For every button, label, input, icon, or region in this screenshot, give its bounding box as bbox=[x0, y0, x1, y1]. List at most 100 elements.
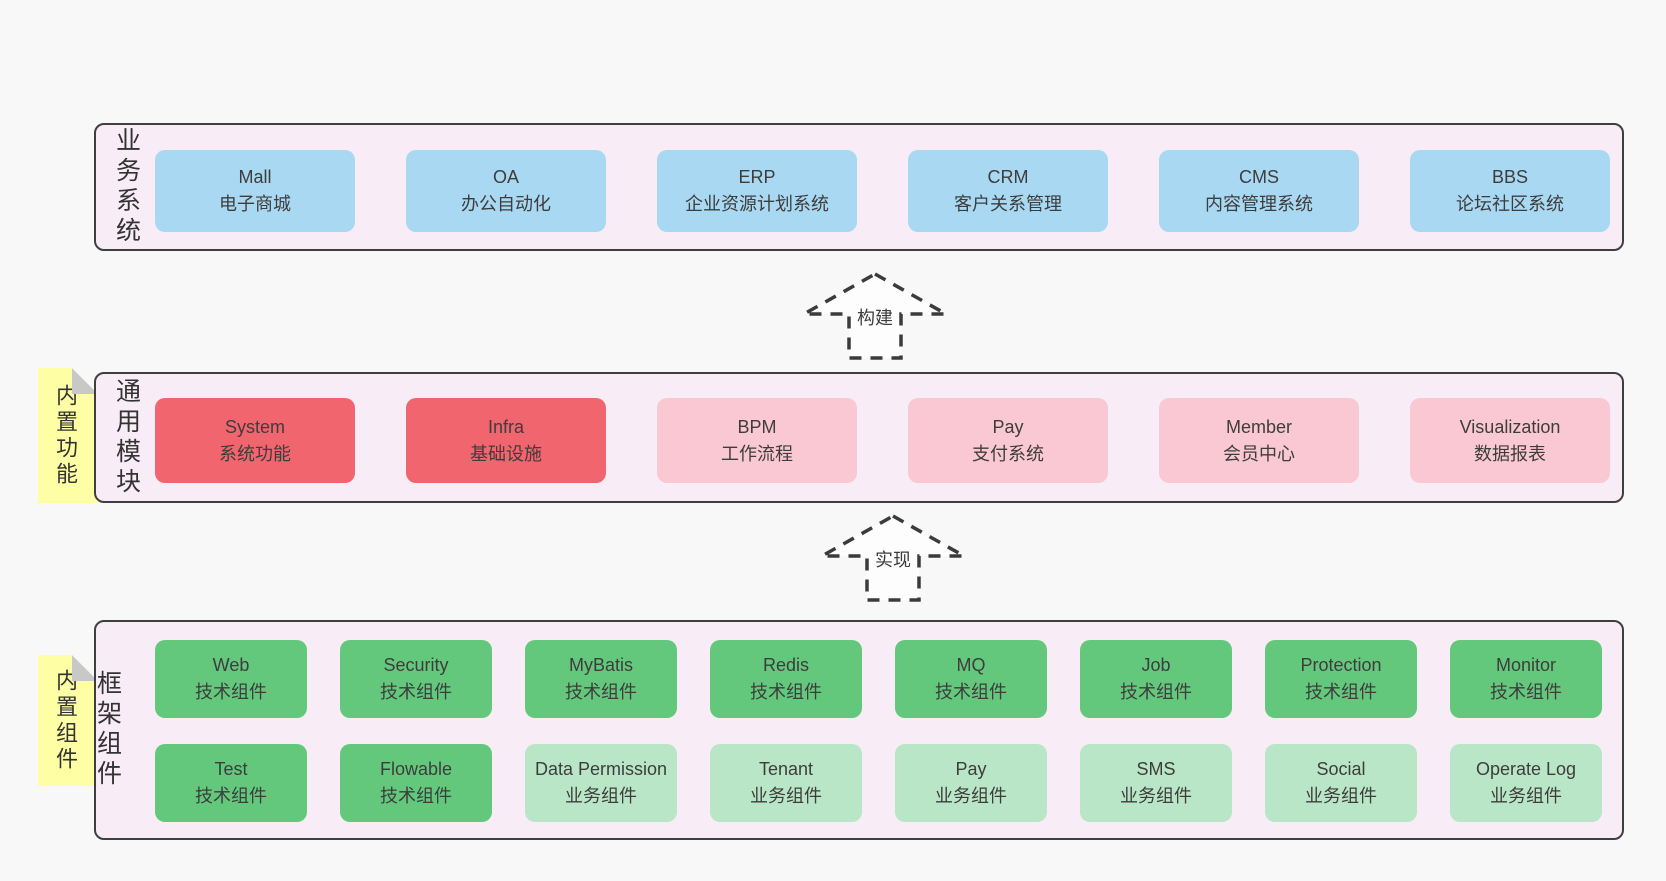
modules-boxes-row: System 系统功能 Infra 基础设施 BPM 工作流程 Pay 支付系统… bbox=[155, 398, 1610, 483]
box-subtitle: 办公自动化 bbox=[461, 194, 551, 214]
box-subtitle: 技术组件 bbox=[195, 786, 267, 806]
box-subtitle: 论坛社区系统 bbox=[1456, 194, 1564, 214]
box-cms: CMS 内容管理系统 bbox=[1159, 150, 1359, 232]
box-subtitle: 客户关系管理 bbox=[954, 194, 1062, 214]
box-data-permission: Data Permission 业务组件 bbox=[525, 744, 677, 822]
box-title: Flowable bbox=[379, 759, 453, 779]
box-subtitle: 基础设施 bbox=[470, 443, 542, 464]
box-title: Visualization bbox=[1459, 416, 1561, 437]
box-title: Monitor bbox=[1495, 655, 1557, 675]
box-oa: OA 办公自动化 bbox=[406, 150, 606, 232]
box-pay-system: Pay 支付系统 bbox=[908, 398, 1108, 483]
box-subtitle: 技术组件 bbox=[750, 682, 822, 702]
box-title: Pay bbox=[955, 759, 987, 779]
box-subtitle: 支付系统 bbox=[972, 443, 1044, 464]
box-subtitle: 内容管理系统 bbox=[1205, 194, 1313, 214]
box-flowable: Flowable 技术组件 bbox=[340, 744, 492, 822]
box-subtitle: 业务组件 bbox=[935, 786, 1007, 806]
box-protection: Protection 技术组件 bbox=[1265, 640, 1417, 718]
arrow-label: 实现 bbox=[872, 546, 914, 572]
sticky-note-builtin-functions: 内置功能 bbox=[38, 368, 98, 503]
box-subtitle: 系统功能 bbox=[219, 443, 291, 464]
box-subtitle: 业务组件 bbox=[1305, 786, 1377, 806]
box-subtitle: 技术组件 bbox=[935, 682, 1007, 702]
box-title: Tenant bbox=[758, 759, 814, 779]
box-subtitle: 技术组件 bbox=[1490, 682, 1562, 702]
sticky-note-label: 内置功能 bbox=[53, 383, 78, 488]
box-title: CRM bbox=[987, 167, 1029, 187]
box-subtitle: 工作流程 bbox=[721, 443, 793, 464]
box-subtitle: 数据报表 bbox=[1474, 443, 1546, 464]
box-subtitle: 企业资源计划系统 bbox=[685, 194, 829, 214]
box-subtitle: 业务组件 bbox=[750, 786, 822, 806]
box-subtitle: 技术组件 bbox=[1120, 682, 1192, 702]
box-subtitle: 业务组件 bbox=[565, 786, 637, 806]
box-subtitle: 技术组件 bbox=[195, 682, 267, 702]
box-title: Job bbox=[1141, 655, 1171, 675]
box-crm: CRM 客户关系管理 bbox=[908, 150, 1108, 232]
layer-common-modules: 通用模块 System 系统功能 Infra 基础设施 BPM 工作流程 Pay… bbox=[94, 372, 1624, 503]
box-web: Web 技术组件 bbox=[155, 640, 307, 718]
box-pay-component: Pay 业务组件 bbox=[895, 744, 1047, 822]
box-title: Security bbox=[383, 655, 449, 675]
build-arrow: 构建 bbox=[797, 270, 953, 362]
box-infra: Infra 基础设施 bbox=[406, 398, 606, 483]
box-subtitle: 技术组件 bbox=[565, 682, 637, 702]
box-bbs: BBS 论坛社区系统 bbox=[1410, 150, 1610, 232]
box-subtitle: 技术组件 bbox=[1305, 682, 1377, 702]
box-security: Security 技术组件 bbox=[340, 640, 492, 718]
sticky-note-label: 内置组件 bbox=[53, 668, 78, 773]
box-title: MyBatis bbox=[568, 655, 633, 675]
box-subtitle: 业务组件 bbox=[1490, 786, 1562, 806]
box-title: Mall bbox=[238, 167, 272, 187]
business-boxes-row: Mall 电子商城 OA 办公自动化 ERP 企业资源计划系统 CRM 客户关系… bbox=[155, 150, 1610, 232]
box-bpm: BPM 工作流程 bbox=[657, 398, 857, 483]
box-visualization: Visualization 数据报表 bbox=[1410, 398, 1610, 483]
box-title: OA bbox=[492, 167, 519, 187]
sticky-note-builtin-components: 内置组件 bbox=[38, 655, 98, 786]
box-subtitle: 电子商城 bbox=[219, 194, 291, 214]
box-title: BBS bbox=[1491, 167, 1529, 187]
box-title: SMS bbox=[1136, 759, 1176, 779]
box-subtitle: 技术组件 bbox=[380, 786, 452, 806]
box-title: Social bbox=[1316, 759, 1366, 779]
box-job: Job 技术组件 bbox=[1080, 640, 1232, 718]
box-title: Pay bbox=[992, 416, 1024, 437]
box-title: Infra bbox=[487, 416, 525, 437]
box-subtitle: 业务组件 bbox=[1120, 786, 1192, 806]
box-monitor: Monitor 技术组件 bbox=[1450, 640, 1602, 718]
box-title: Web bbox=[212, 655, 250, 675]
box-system: System 系统功能 bbox=[155, 398, 355, 483]
box-title: Protection bbox=[1300, 655, 1382, 675]
box-title: BPM bbox=[737, 416, 777, 437]
box-mybatis: MyBatis 技术组件 bbox=[525, 640, 677, 718]
box-member: Member 会员中心 bbox=[1159, 398, 1359, 483]
box-title: System bbox=[224, 416, 285, 437]
box-title: CMS bbox=[1239, 167, 1279, 187]
box-sms: SMS 业务组件 bbox=[1080, 744, 1232, 822]
box-title: Redis bbox=[762, 655, 810, 675]
box-tenant: Tenant 业务组件 bbox=[710, 744, 862, 822]
box-redis: Redis 技术组件 bbox=[710, 640, 862, 718]
components-row-1: Web 技术组件 Security 技术组件 MyBatis 技术组件 Redi… bbox=[155, 640, 1602, 718]
box-mall: Mall 电子商城 bbox=[155, 150, 355, 232]
components-row-2: Test 技术组件 Flowable 技术组件 Data Permission … bbox=[155, 744, 1602, 822]
box-title: MQ bbox=[956, 655, 986, 675]
layer-title: 通用模块 bbox=[112, 377, 141, 498]
box-title: Test bbox=[214, 759, 248, 779]
box-social: Social 业务组件 bbox=[1265, 744, 1417, 822]
layer-title: 业务系统 bbox=[112, 127, 141, 247]
box-title: ERP bbox=[738, 167, 776, 187]
box-test: Test 技术组件 bbox=[155, 744, 307, 822]
box-title: Member bbox=[1225, 416, 1292, 437]
box-mq: MQ 技术组件 bbox=[895, 640, 1047, 718]
implement-arrow: 实现 bbox=[815, 512, 971, 604]
layer-business-systems: 业务系统 Mall 电子商城 OA 办公自动化 ERP 企业资源计划系统 CRM… bbox=[94, 123, 1624, 251]
box-erp: ERP 企业资源计划系统 bbox=[657, 150, 857, 232]
box-operate-log: Operate Log 业务组件 bbox=[1450, 744, 1602, 822]
box-subtitle: 会员中心 bbox=[1223, 443, 1295, 464]
layer-framework-components: 框架组件 Web 技术组件 Security 技术组件 MyBatis 技术组件… bbox=[94, 620, 1624, 840]
box-subtitle: 技术组件 bbox=[380, 682, 452, 702]
arrow-label: 构建 bbox=[854, 304, 896, 330]
